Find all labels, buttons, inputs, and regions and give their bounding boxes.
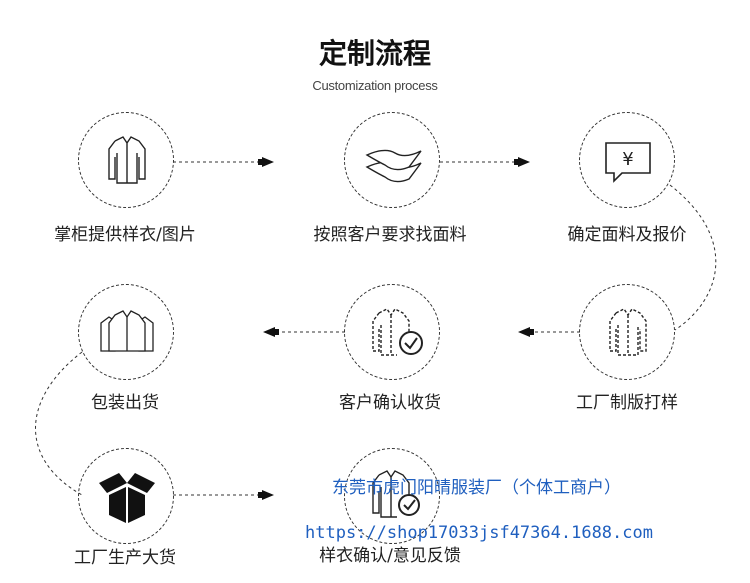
step-5-circle (344, 284, 440, 380)
arrow-right-icon (514, 157, 530, 167)
step-8-circle (344, 448, 440, 544)
watermark-url[interactable]: https://shop17033jsf47364.1688.com (305, 523, 653, 543)
shirt-icon (108, 136, 146, 184)
step-4-label: 工厂制版打样 (576, 393, 678, 413)
connector-6-7 (35, 351, 83, 496)
arrow-left-icon (518, 327, 534, 337)
arrow-right-icon (258, 157, 274, 167)
shirts-stack-icon (100, 310, 154, 352)
dashed-shirt-icon (609, 308, 647, 356)
step-6-label: 包装出货 (91, 393, 159, 413)
connector-3-4 (669, 184, 717, 331)
box-icon (99, 473, 155, 523)
page-title: 定制流程 (318, 37, 431, 70)
step-6-circle (78, 284, 174, 380)
step-7-label: 工厂生产大货 (74, 548, 176, 568)
step-2-circle (344, 112, 440, 208)
price-tag-yen-icon: ¥ (605, 142, 651, 183)
arrow-right-icon (258, 490, 274, 500)
step-1-circle (78, 112, 174, 208)
shirt-check-icon (372, 308, 423, 356)
shirt-check-icon (372, 470, 420, 518)
step-8-label: 样衣确认/意见反馈 (319, 546, 461, 566)
step-3-circle: ¥ (579, 112, 675, 208)
fabric-icon (365, 149, 422, 183)
step-2-label: 按照客户要求找面料 (313, 225, 467, 245)
step-5-label: 客户确认收货 (339, 393, 441, 413)
step-1-label: 掌柜提供样衣/图片 (54, 225, 196, 245)
step-7-circle (78, 448, 174, 544)
page-subtitle: Customization process (312, 78, 438, 93)
step-3-label: 确定面料及报价 (567, 225, 687, 245)
step-4-circle (579, 284, 675, 380)
watermark-company: 东莞市虎门阳晴服装厂（个体工商户） (332, 478, 621, 498)
arrow-left-icon (263, 327, 279, 337)
svg-text:¥: ¥ (622, 149, 633, 170)
